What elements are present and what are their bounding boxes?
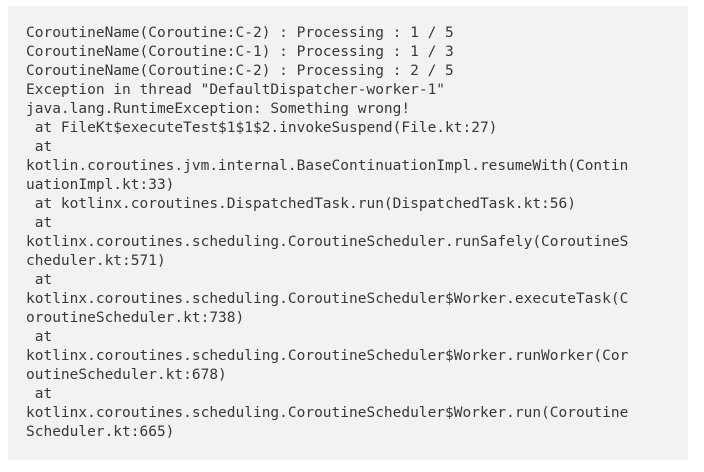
exception-message-line: java.lang.RuntimeException: Something wr… <box>26 101 411 117</box>
stack-trace-line: cheduler.kt:571) <box>26 253 166 269</box>
output-line: CoroutineName(Coroutine:C-1) : Processin… <box>26 44 454 60</box>
stack-trace-line: at <box>26 329 53 345</box>
stack-trace-line: Scheduler.kt:665) <box>26 424 175 440</box>
stack-trace-line: outineScheduler.kt:678) <box>26 367 227 383</box>
stack-trace-line: kotlinx.coroutines.scheduling.CoroutineS… <box>26 405 629 421</box>
stack-trace-line: kotlin.coroutines.jvm.internal.BaseConti… <box>26 158 629 174</box>
stack-trace-line: at <box>26 272 53 288</box>
stack-trace-line: at kotlinx.coroutines.DispatchedTask.run… <box>26 196 576 212</box>
console-output-block: CoroutineName(Coroutine:C-2) : Processin… <box>8 6 688 460</box>
stack-trace-line: kotlinx.coroutines.scheduling.CoroutineS… <box>26 291 629 307</box>
exception-header-line: Exception in thread "DefaultDispatcher-w… <box>26 82 446 98</box>
stack-trace-line: kotlinx.coroutines.scheduling.CoroutineS… <box>26 234 629 250</box>
stack-trace-line: at FileKt$executeTest$1$1$2.invokeSuspen… <box>26 120 498 136</box>
output-line: CoroutineName(Coroutine:C-2) : Processin… <box>26 25 454 41</box>
stack-trace-line: at <box>26 215 53 231</box>
output-line: CoroutineName(Coroutine:C-2) : Processin… <box>26 63 454 79</box>
stack-trace-line: kotlinx.coroutines.scheduling.CoroutineS… <box>26 348 629 364</box>
stack-trace-line: oroutineScheduler.kt:738) <box>26 310 245 326</box>
stack-trace-line: uationImpl.kt:33) <box>26 177 175 193</box>
stack-trace-line: at <box>26 386 53 402</box>
stack-trace-line: at <box>26 139 53 155</box>
